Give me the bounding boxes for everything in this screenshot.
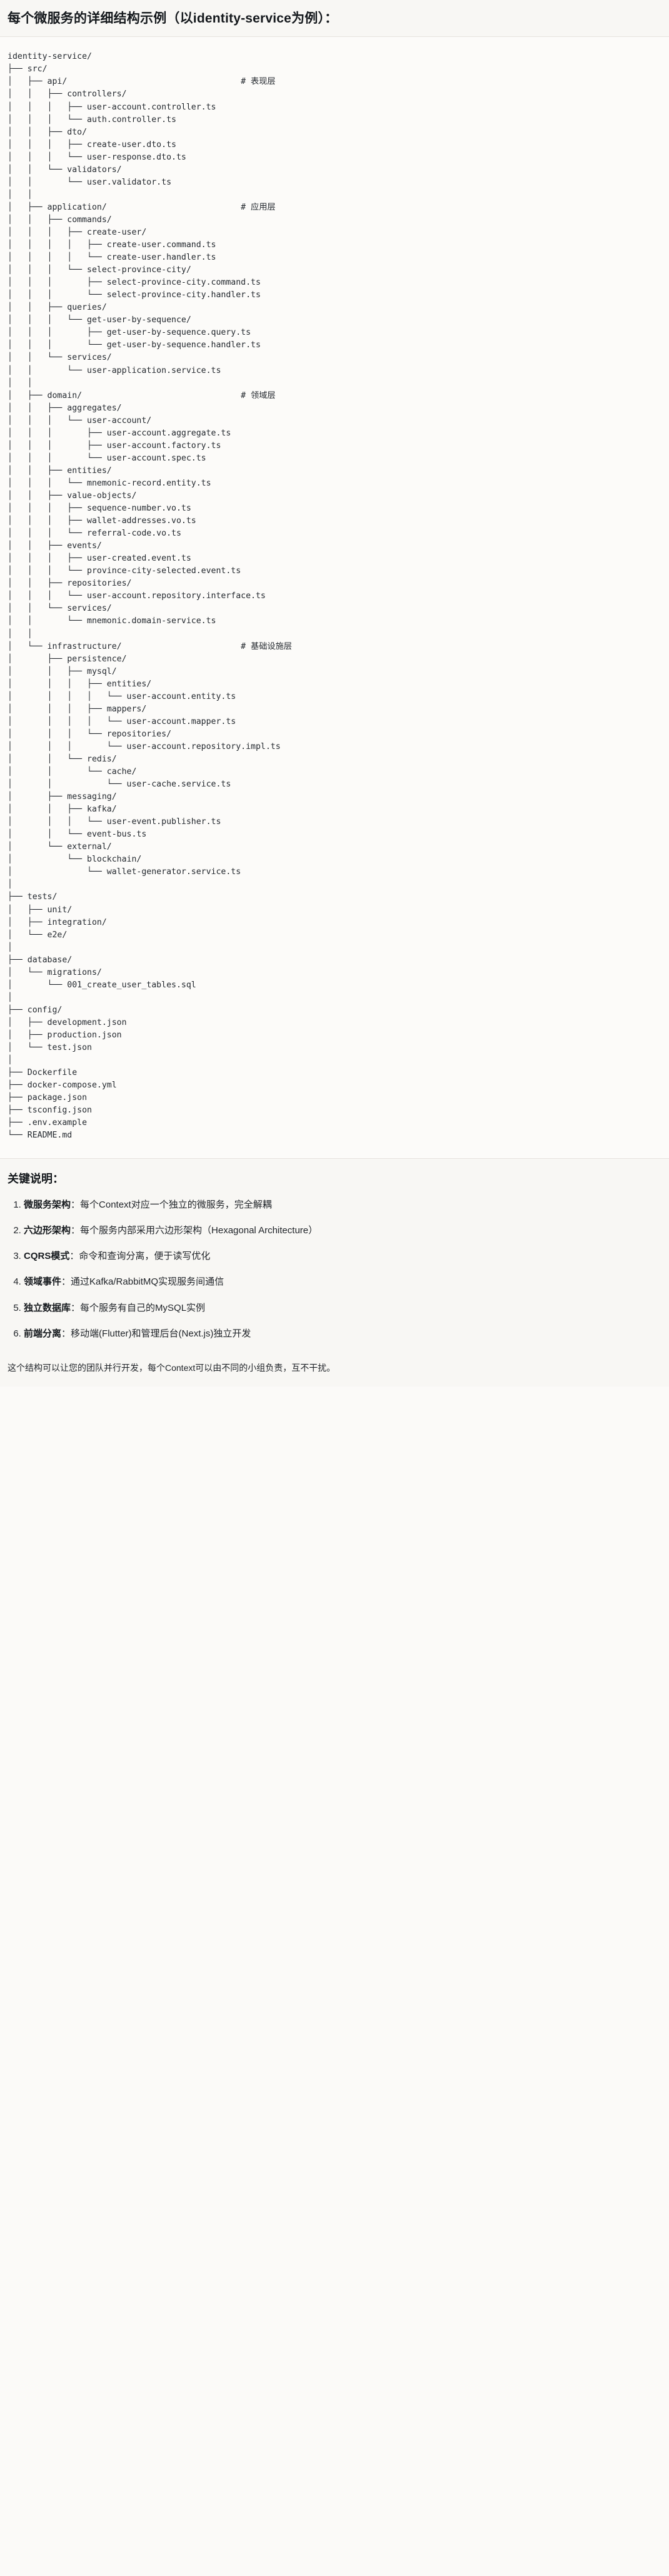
key-note-description: 每个服务内部采用六边形架构（Hexagonal Architecture） bbox=[80, 1224, 318, 1236]
key-note-item: 微服务架构：每个Context对应一个独立的微服务，完全解耦 bbox=[24, 1198, 661, 1212]
page-root: 每个微服务的详细结构示例（以identity-service为例）： ident… bbox=[0, 0, 669, 1387]
key-note-item: 领域事件：通过Kafka/RabbitMQ实现服务间通信 bbox=[24, 1275, 661, 1289]
key-note-description: 通过Kafka/RabbitMQ实现服务间通信 bbox=[71, 1276, 224, 1288]
key-notes-list: 微服务架构：每个Context对应一个独立的微服务，完全解耦六边形架构：每个服务… bbox=[8, 1198, 661, 1341]
key-note-term: 独立数据库 bbox=[24, 1302, 71, 1313]
key-note-separator: ： bbox=[61, 1328, 71, 1339]
key-note-term: 前端分离 bbox=[24, 1328, 62, 1339]
key-note-separator: ： bbox=[61, 1276, 71, 1288]
key-note-term: CQRS模式 bbox=[24, 1251, 70, 1262]
key-note-term: 微服务架构 bbox=[24, 1199, 71, 1210]
key-note-description: 每个服务有自己的MySQL实例 bbox=[80, 1302, 206, 1313]
key-note-description: 命令和查询分离，便于读写优化 bbox=[79, 1251, 211, 1262]
closing-paragraph: 这个结构可以让您的团队并行开发，每个Context可以由不同的小组负责，互不干扰… bbox=[8, 1363, 336, 1373]
key-note-term: 六边形架构 bbox=[24, 1224, 71, 1236]
directory-tree-section: identity-service/ ├── src/ │ ├── api/ # … bbox=[0, 37, 669, 1159]
key-note-separator: ： bbox=[69, 1251, 79, 1262]
key-notes-title: 关键说明： bbox=[8, 1173, 64, 1186]
key-note-item: 六边形架构：每个服务内部采用六边形架构（Hexagonal Architectu… bbox=[24, 1223, 661, 1238]
key-notes-section: 关键说明： 微服务架构：每个Context对应一个独立的微服务，完全解耦六边形架… bbox=[0, 1159, 669, 1359]
directory-tree: identity-service/ ├── src/ │ ├── api/ # … bbox=[8, 52, 292, 1141]
page-title: 每个微服务的详细结构示例（以identity-service为例）： bbox=[8, 11, 338, 26]
key-note-item: CQRS模式：命令和查询分离，便于读写优化 bbox=[24, 1249, 661, 1263]
closing-section: 这个结构可以让您的团队并行开发，每个Context可以由不同的小组负责，互不干扰… bbox=[0, 1358, 669, 1387]
key-note-term: 领域事件 bbox=[24, 1276, 62, 1288]
heading-section: 每个微服务的详细结构示例（以identity-service为例）： bbox=[0, 0, 669, 38]
key-note-description: 每个Context对应一个独立的微服务，完全解耦 bbox=[80, 1199, 272, 1210]
key-note-description: 移动端(Flutter)和管理后台(Next.js)独立开发 bbox=[71, 1328, 251, 1339]
key-note-separator: ： bbox=[71, 1224, 81, 1236]
key-note-item: 独立数据库：每个服务有自己的MySQL实例 bbox=[24, 1301, 661, 1315]
key-note-item: 前端分离：移动端(Flutter)和管理后台(Next.js)独立开发 bbox=[24, 1326, 661, 1341]
key-note-separator: ： bbox=[71, 1302, 81, 1313]
key-note-separator: ： bbox=[71, 1199, 81, 1210]
